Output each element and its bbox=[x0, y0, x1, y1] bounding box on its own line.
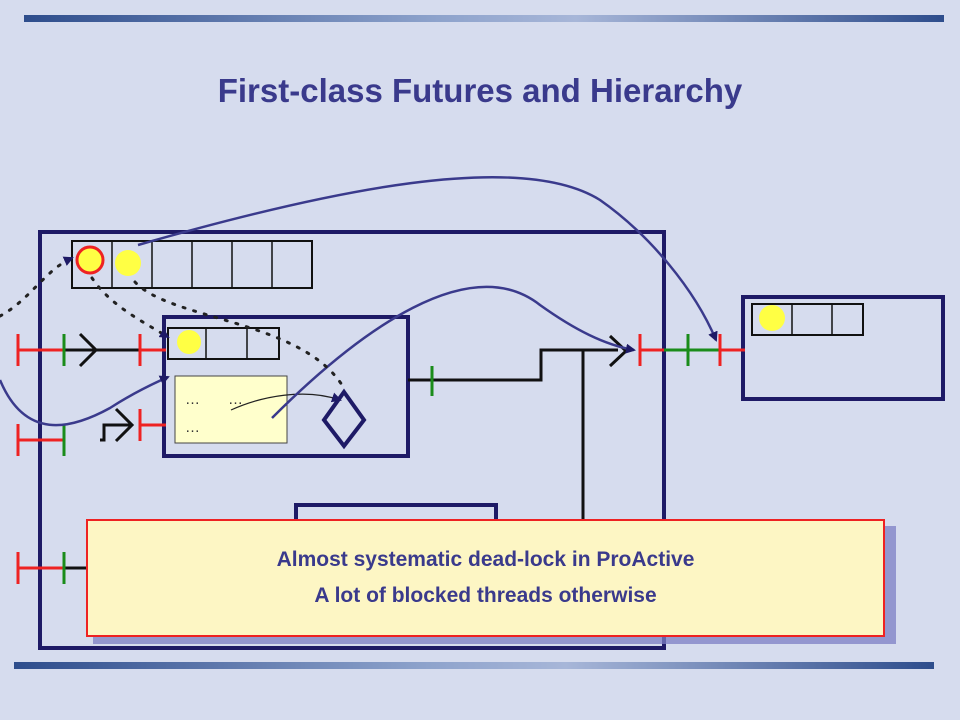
slide-title: First-class Futures and Hierarchy bbox=[217, 72, 743, 109]
composite-request-queue bbox=[71, 240, 313, 289]
remote-component bbox=[741, 295, 945, 401]
request-text-a: … bbox=[185, 391, 201, 408]
interfaces-right bbox=[638, 334, 745, 366]
bottom-rule bbox=[14, 662, 934, 669]
service-arrow bbox=[230, 392, 342, 411]
future-arrow-middle bbox=[271, 285, 636, 419]
request-text-c: … bbox=[185, 419, 201, 436]
callout-line-1: Almost systematic dead-lock in ProActive bbox=[276, 548, 695, 571]
top-rule bbox=[24, 15, 944, 22]
dotted-arrow-diamond bbox=[133, 280, 344, 387]
interfaces-inner bbox=[138, 334, 434, 441]
future bbox=[115, 250, 141, 276]
dotted-arrow-in bbox=[0, 256, 74, 318]
inner-request-queue bbox=[167, 327, 280, 360]
inner-future bbox=[177, 330, 201, 354]
deadlock-callout: Almost systematic dead-lock in ProActive… bbox=[86, 519, 885, 637]
future-circled bbox=[75, 245, 105, 275]
request-text-b: … bbox=[228, 391, 244, 408]
callout-line-2: A lot of blocked threads otherwise bbox=[314, 584, 657, 607]
future-arrow-top bbox=[137, 175, 718, 342]
inner-component bbox=[162, 315, 410, 458]
dotted-arrow-down bbox=[90, 276, 170, 339]
interfaces-left bbox=[16, 334, 66, 584]
future-diamond bbox=[321, 388, 367, 450]
remote-future bbox=[759, 305, 785, 331]
future-arrow-left bbox=[0, 375, 170, 427]
remote-request-queue bbox=[751, 303, 864, 336]
